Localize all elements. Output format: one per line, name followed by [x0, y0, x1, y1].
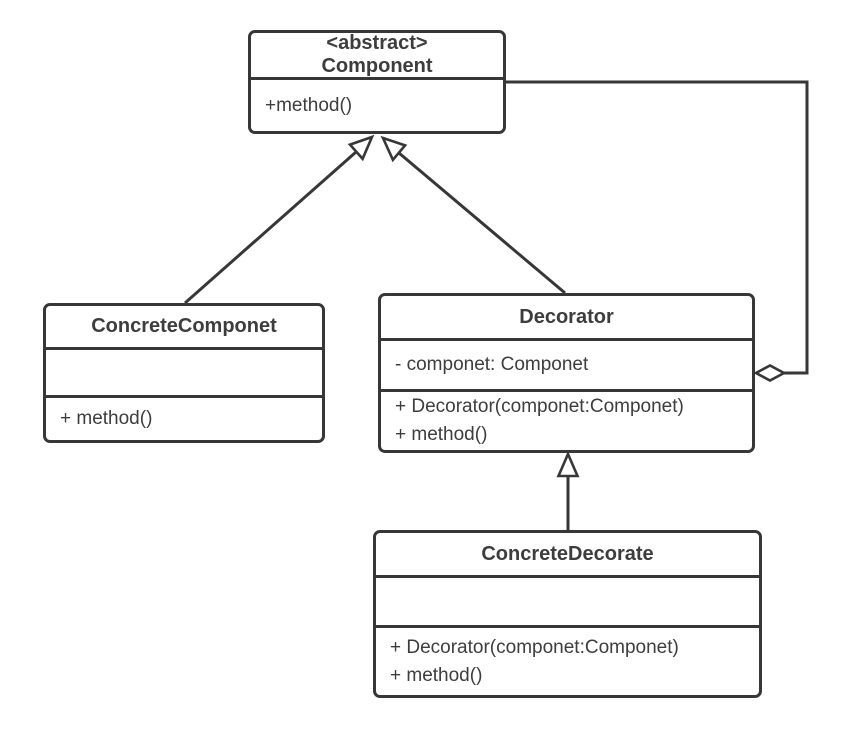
methods-section: + method() [46, 398, 322, 440]
method-entry: + Decorator(componet:Componet) [395, 396, 684, 417]
inheritance-concretecomponet-to-component [184, 134, 375, 305]
attributes-section-empty [46, 350, 322, 398]
hollow-triangle-arrowhead [347, 134, 375, 162]
attribute-entry: - componet: Componet [395, 354, 589, 375]
class-name: Decorator [519, 305, 614, 328]
inheritance-line [398, 151, 566, 295]
hollow-diamond [753, 364, 787, 382]
methods-section: + Decorator(componet:Componet) + method(… [376, 628, 759, 695]
class-box-decorator: Decorator - componet: Componet + Decorat… [378, 293, 755, 453]
class-box-component: <abstract> Component +method() [248, 30, 506, 134]
attributes-section-empty [376, 578, 759, 628]
inheritance-line [184, 150, 357, 305]
method-entry: + Decorator(componet:Componet) [390, 636, 679, 658]
class-title-section: ConcreteDecorate [376, 533, 759, 578]
method-entry: + method() [60, 408, 153, 429]
class-box-concretecomponet: ConcreteComponet + method() [43, 303, 325, 443]
class-title-section: Decorator [381, 296, 752, 341]
method-entry: + method() [395, 424, 488, 445]
class-name: ConcreteDecorate [481, 542, 654, 565]
inheritance-decorator-to-component [380, 135, 566, 295]
method-entry: +method() [265, 94, 353, 116]
attributes-section: - componet: Componet [381, 341, 752, 392]
class-name: ConcreteComponet [91, 315, 277, 337]
hollow-triangle-arrowhead [556, 450, 580, 478]
method-entry: + method() [390, 664, 483, 686]
stereotype-label: <abstract> [326, 32, 428, 54]
hollow-triangle-arrowhead [380, 135, 408, 163]
inheritance-concretedecorate-to-decorator [556, 450, 580, 530]
class-title-section: <abstract> Component [251, 32, 503, 80]
class-name: Component [321, 55, 433, 77]
class-title-section: ConcreteComponet [46, 306, 322, 350]
class-box-concretedecorate: ConcreteDecorate + Decorator(componet:Co… [373, 530, 762, 698]
methods-section: + Decorator(componet:Componet) + method(… [381, 392, 752, 450]
methods-section: +method() [251, 80, 503, 131]
